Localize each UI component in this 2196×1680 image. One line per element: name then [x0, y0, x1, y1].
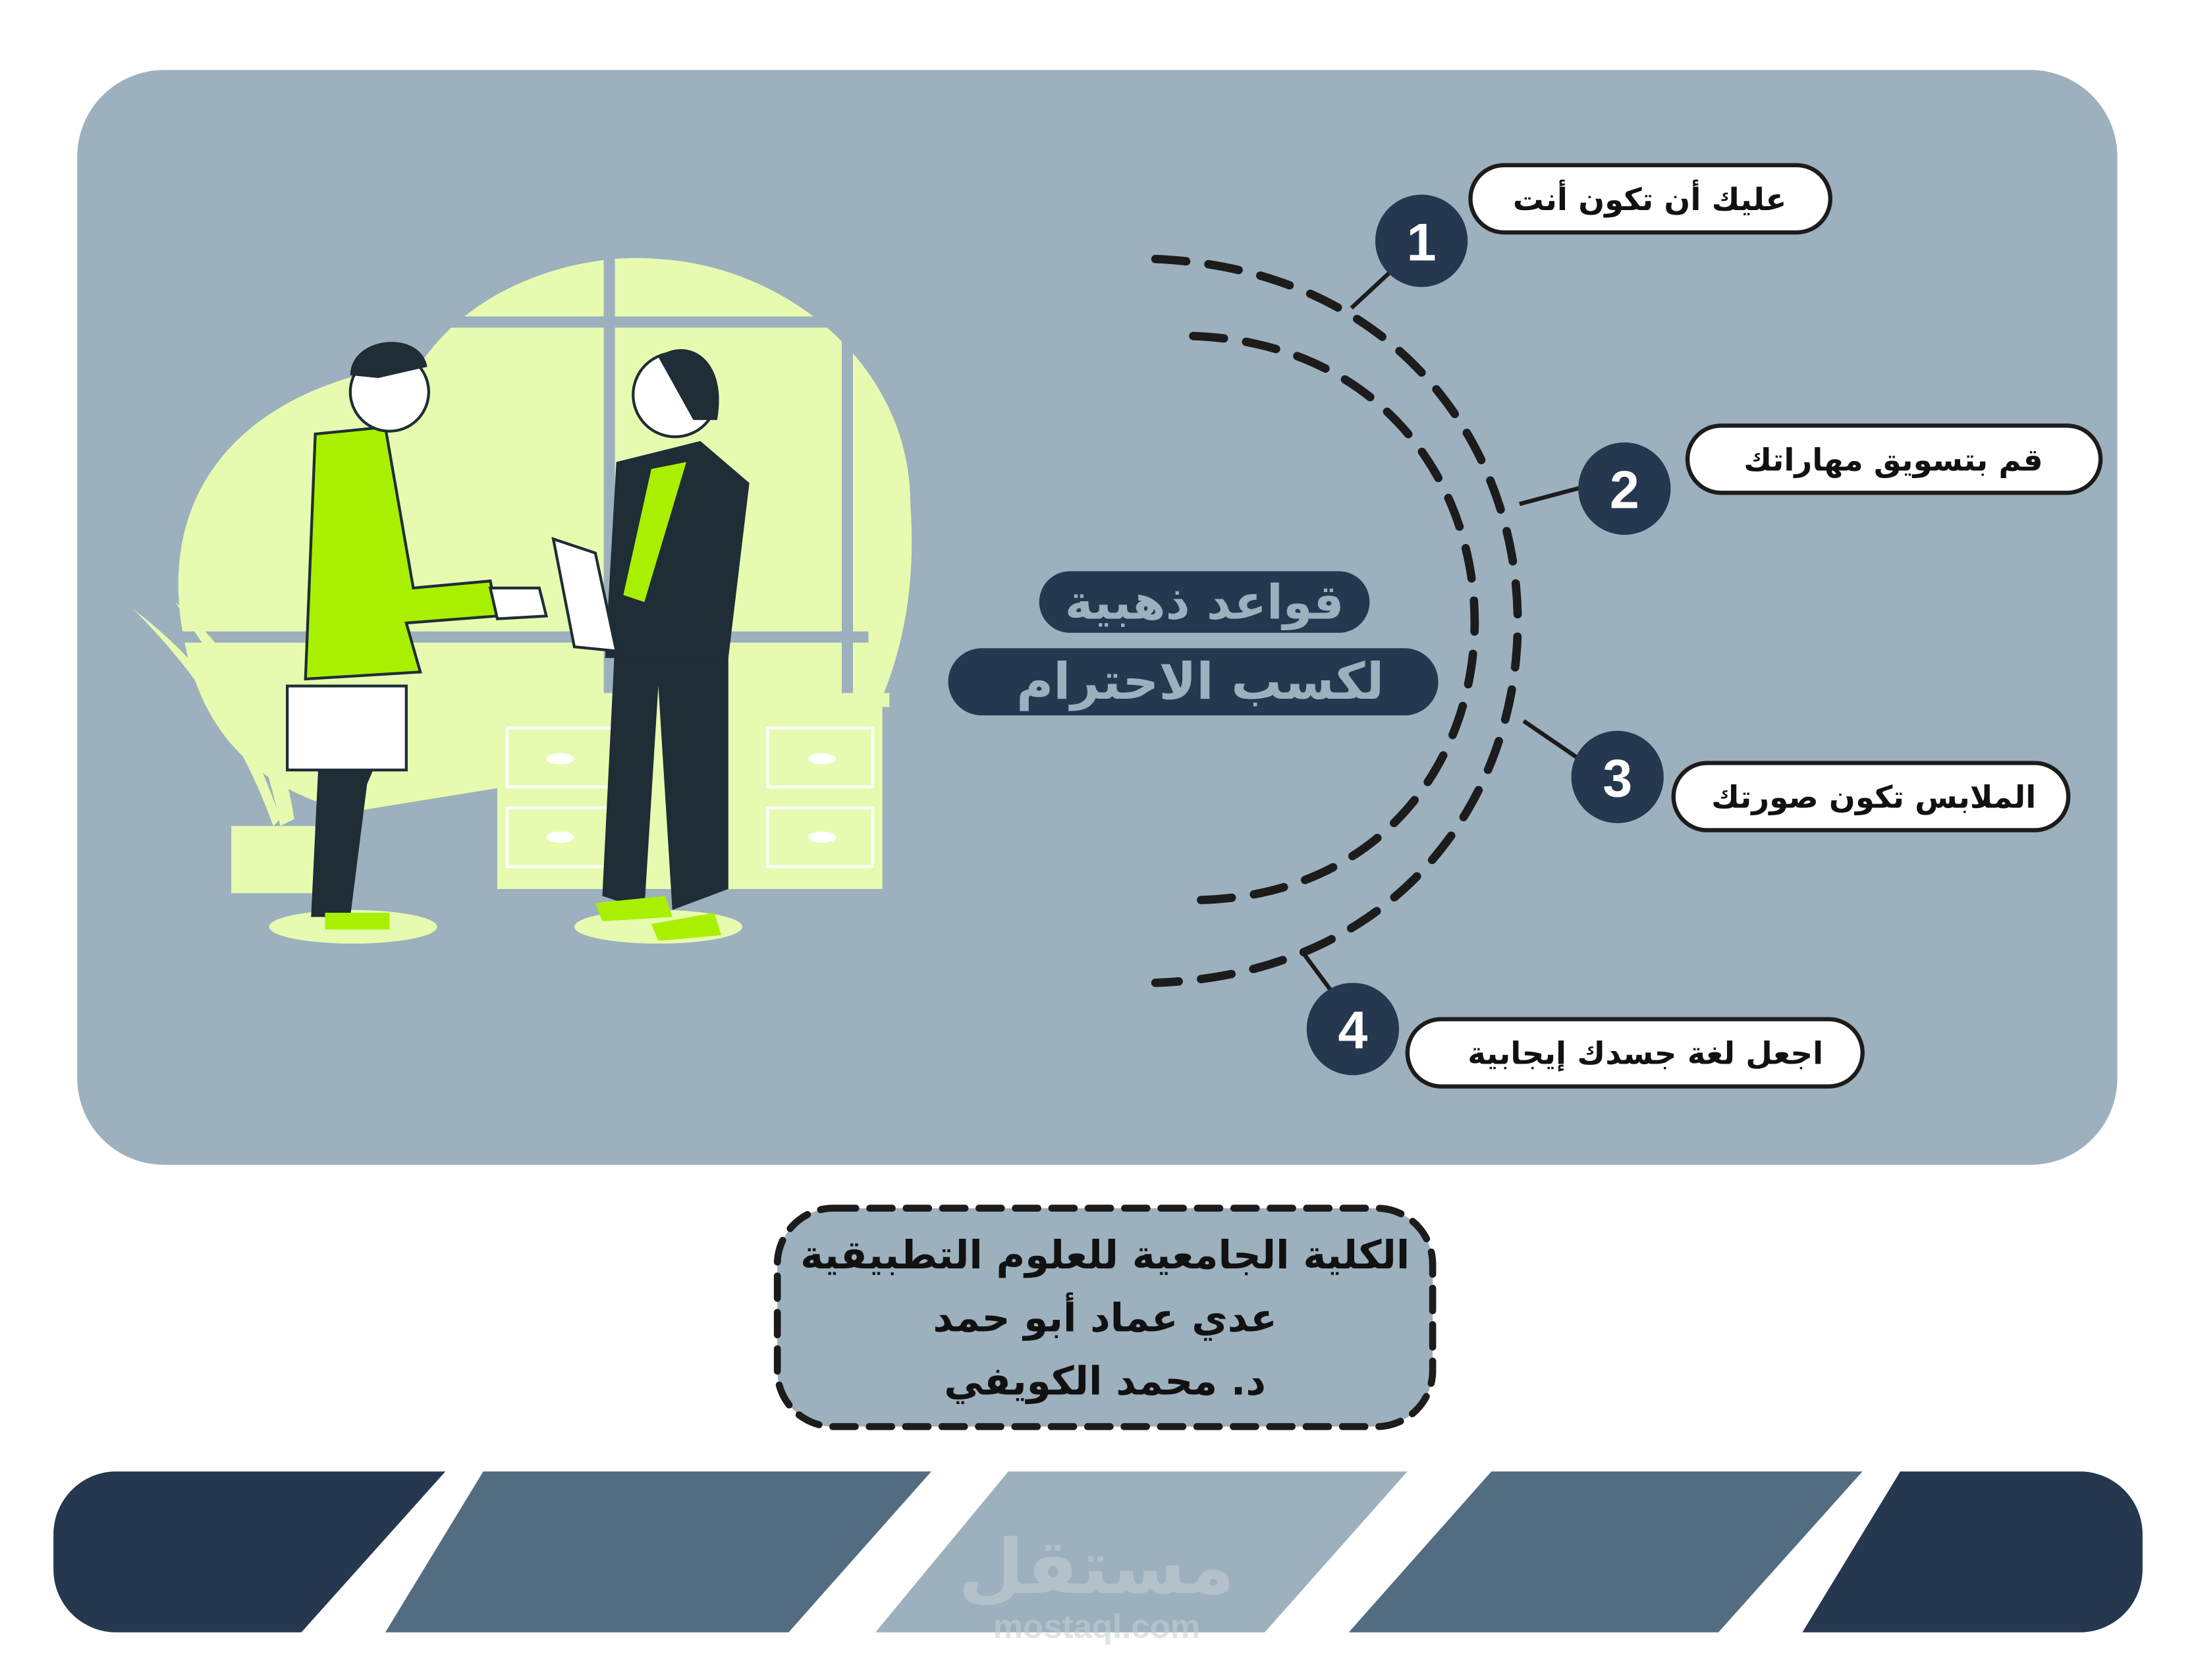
rule-4: اجعل لغة جسدك إيجابية 4 — [1306, 983, 1865, 1089]
rule-1: عليك أن تكون أنت 1 — [1375, 163, 1832, 287]
watermark-arabic: مستقل — [958, 1523, 1235, 1612]
instructor-name: د. محمد الكويفي — [944, 1359, 1266, 1404]
rule-number-badge: 1 — [1407, 213, 1437, 272]
man-right — [551, 349, 750, 941]
title-line-1: قواعد ذهبية — [1039, 571, 1370, 633]
bottom-band: مستقل mostaql.com — [53, 1471, 2143, 1645]
man-left — [286, 342, 499, 930]
band-segment — [1802, 1471, 2143, 1633]
rule-2: قم بتسويق مهاراتك 2 — [1578, 423, 2103, 535]
institution-name: الكلية الجامعية للعلوم التطبيقية — [800, 1233, 1410, 1278]
rule-3: الملابس تكون صورتك 3 — [1571, 730, 2071, 832]
rule-text: قم بتسويق مهاراتك — [1743, 443, 2043, 478]
band-segment — [1348, 1471, 1863, 1633]
rule-number-badge: 2 — [1610, 461, 1639, 520]
rule-text: اجعل لغة جسدك إيجابية — [1468, 1037, 1823, 1072]
band-segment — [53, 1471, 446, 1633]
plant-icon — [133, 602, 316, 894]
band-segment — [875, 1471, 1408, 1633]
inner-dashed-arc — [1189, 331, 1479, 905]
student-name: عدي عماد أبو حمد — [933, 1293, 1276, 1341]
credits-box: الكلية الجامعية للعلوم التطبيقية عدي عما… — [773, 1205, 1437, 1430]
title-text-1: قواعد ذهبية — [1065, 576, 1344, 631]
title-text-2: لكسب الاحترام — [1016, 653, 1384, 711]
rule-number-badge: 3 — [1603, 749, 1632, 809]
rule-text: عليك أن تكون أنت — [1513, 180, 1786, 218]
handshake-illustration — [133, 257, 912, 944]
rule-number-badge: 4 — [1338, 1001, 1367, 1060]
connector-lines — [1300, 270, 1583, 991]
rule-text: الملابس تكون صورتك — [1711, 780, 2036, 816]
watermark-latin: mostaql.com — [993, 1608, 1201, 1645]
handshake — [488, 586, 549, 620]
title-line-2: لكسب الاحترام — [948, 648, 1439, 716]
band-segment — [385, 1471, 932, 1633]
